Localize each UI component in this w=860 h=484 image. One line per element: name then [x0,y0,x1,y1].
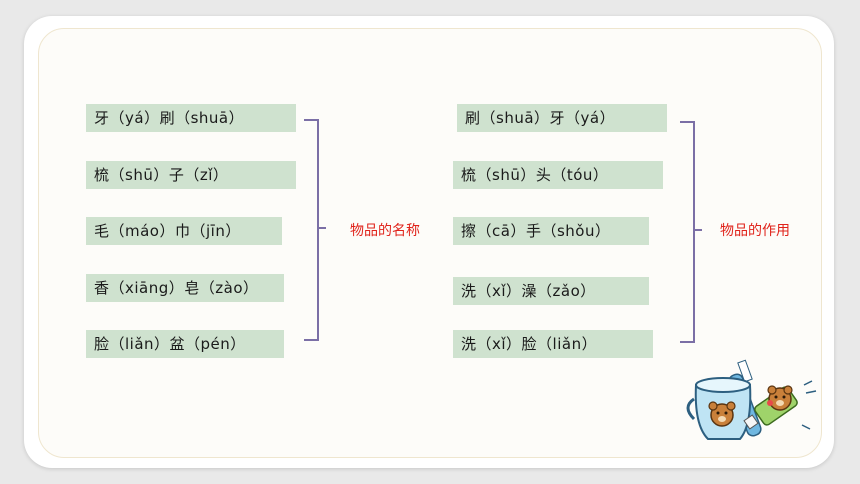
left-item-washbasin: 脸（liǎn）盆（pén） [86,330,284,358]
left-item-soap: 香（xiāng）皂（zào） [86,274,284,302]
right-item-wash-hands: 擦（cā）手（shǒu） [453,217,649,245]
left-brace [304,119,326,341]
left-item-toothbrush: 牙（yá）刷（shuā） [86,104,296,132]
right-category-label: 物品的作用 [720,223,790,239]
left-item-towel: 毛（máo）巾（jīn） [86,217,282,245]
right-item-brush-teeth: 刷（shuā）牙（yá） [457,104,667,132]
left-item-comb: 梳（shū）子（zǐ） [86,161,296,189]
right-item-comb-hair: 梳（shū）头（tóu） [453,161,663,189]
right-item-wash-face: 洗（xǐ）脸（liǎn） [453,330,653,358]
right-brace [680,121,702,343]
left-category-label: 物品的名称 [350,223,420,239]
cup-and-toothbrush-illustration [686,359,817,440]
right-item-bathe: 洗（xǐ）澡（zǎo） [453,277,649,305]
